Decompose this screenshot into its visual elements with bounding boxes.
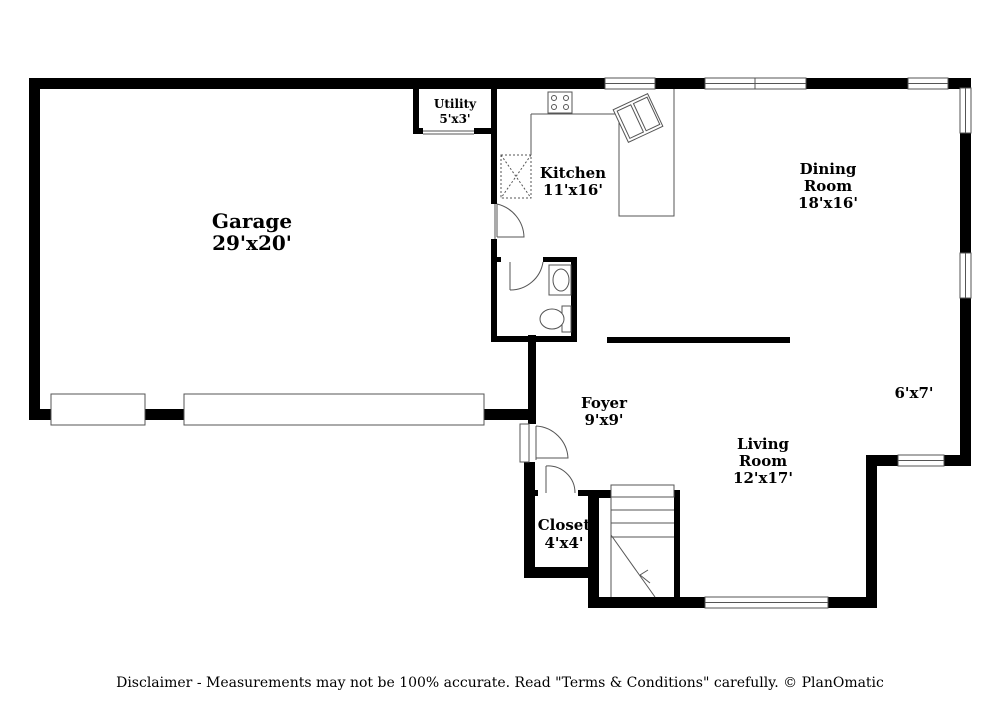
- doors: [423, 130, 576, 494]
- closet-name: Closet: [538, 516, 591, 534]
- garage-doors: [50, 393, 485, 426]
- dining-name-line1: Dining: [800, 160, 857, 178]
- walls: [29, 78, 971, 608]
- dining-dims: 18'x16': [798, 194, 858, 212]
- kitchen-dims: 11'x16': [543, 181, 603, 199]
- kitchen-fixtures: [500, 89, 675, 217]
- dining-name-line2: Room: [804, 177, 852, 195]
- windows: [519, 77, 972, 609]
- closet-dims: 4'x4': [544, 534, 583, 552]
- disclaimer-text: Disclaimer - Measurements may not be 100…: [116, 675, 884, 691]
- bathroom-fixtures: [539, 264, 572, 333]
- kitchen-sink-icon: [612, 92, 664, 144]
- living-name-line1: Living: [737, 435, 790, 453]
- utility-dims: 5'x3': [439, 112, 470, 126]
- bathroom-sink-icon: [548, 264, 572, 296]
- garage-dims: 29'x20': [212, 231, 292, 255]
- room-labels: Garage 29'x20' Utility 5'x3' Kitchen 11'…: [212, 97, 934, 552]
- foyer-name: Foyer: [581, 394, 628, 412]
- kitchen-name: Kitchen: [540, 164, 606, 182]
- nook-dims: 6'x7': [894, 384, 933, 402]
- garage-name: Garage: [212, 209, 292, 233]
- refrigerator-icon: [500, 154, 532, 199]
- utility-name: Utility: [434, 97, 477, 111]
- stairs-icon: [610, 484, 675, 598]
- living-name-line2: Room: [739, 452, 787, 470]
- living-dims: 12'x17': [733, 469, 793, 487]
- toilet-icon: [539, 305, 572, 333]
- foyer-dims: 9'x9': [584, 411, 623, 429]
